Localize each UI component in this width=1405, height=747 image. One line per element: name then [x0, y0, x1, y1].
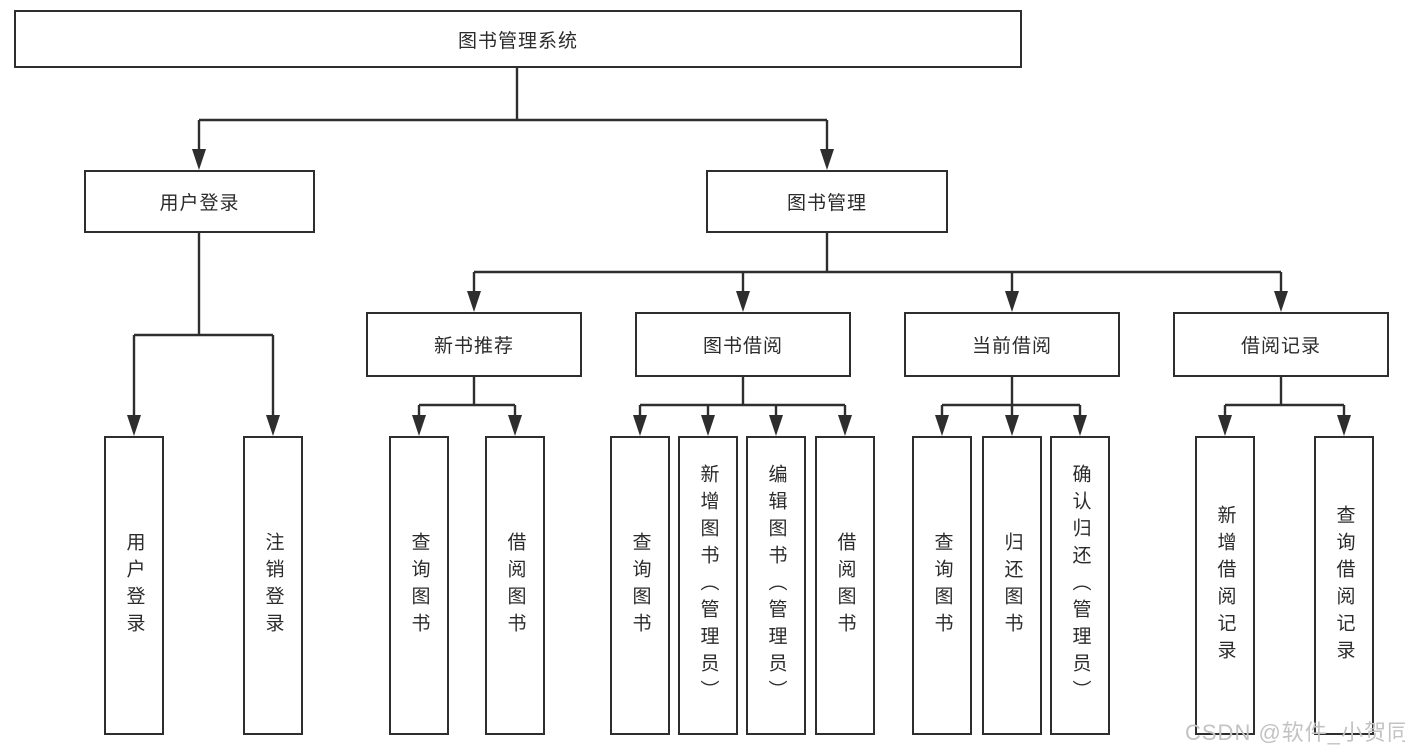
node-new-book-rec: 新书推荐 [366, 312, 582, 377]
node-br-query-label: 查询借阅记录 [1333, 504, 1355, 667]
node-root-label: 图书管理系统 [457, 30, 578, 52]
connector-currentborrow-to-children [940, 377, 1082, 418]
node-nb-query-label: 查询图书 [408, 531, 430, 640]
node-nb-query: 查询图书 [389, 436, 449, 735]
watermark: CSDN @软件_小贺同学 [1185, 720, 1405, 745]
node-book-mgmt: 图书管理 [706, 170, 948, 233]
node-bb-borrow: 借阅图书 [815, 436, 875, 735]
node-nb-borrow: 借阅图书 [485, 436, 545, 735]
node-bb-edit: 编辑图书（管理员） [746, 436, 806, 735]
node-bb-add-label: 新增图书（管理员） [697, 464, 719, 707]
node-bb-query-label: 查询图书 [629, 531, 651, 640]
node-bb-query: 查询图书 [610, 436, 670, 735]
node-cb-query: 查询图书 [912, 436, 972, 735]
node-user-login: 用户登录 [104, 436, 164, 735]
node-cb-return-label: 归还图书 [1001, 531, 1023, 640]
node-user-login-group-label: 用户登录 [159, 193, 240, 214]
node-bb-edit-label: 编辑图书（管理员） [765, 464, 787, 707]
node-current-borrow: 当前借阅 [904, 312, 1120, 377]
connector-newbookrec-to-children [417, 377, 517, 418]
connector-root-to-level2 [197, 68, 829, 150]
node-user-login-group: 用户登录 [84, 170, 315, 233]
node-book-borrow-label: 图书借阅 [702, 336, 783, 357]
node-book-borrow: 图书借阅 [635, 312, 851, 377]
node-user-login-label: 用户登录 [123, 531, 145, 640]
node-nb-borrow-label: 借阅图书 [504, 531, 526, 640]
connector-bookmgmt-to-level3 [472, 233, 1283, 292]
arrowheads [127, 149, 1351, 436]
node-root: 图书管理系统 [14, 10, 1022, 68]
connector-borrowrecord-to-children [1223, 377, 1346, 418]
node-cb-query-label: 查询图书 [931, 531, 953, 640]
node-br-add: 新增借阅记录 [1195, 436, 1255, 735]
node-book-mgmt-label: 图书管理 [786, 193, 867, 214]
node-borrow-record-label: 借阅记录 [1240, 336, 1321, 357]
node-br-query: 查询借阅记录 [1314, 436, 1374, 735]
node-cb-return: 归还图书 [982, 436, 1042, 735]
node-bb-add: 新增图书（管理员） [678, 436, 738, 735]
node-bb-borrow-label: 借阅图书 [834, 531, 856, 640]
node-cb-confirm-label: 确认归还（管理员） [1069, 464, 1091, 707]
connector-bookborrow-to-children [638, 377, 847, 418]
node-br-add-label: 新增借阅记录 [1214, 504, 1236, 667]
node-current-borrow-label: 当前借阅 [971, 336, 1052, 357]
node-borrow-record: 借阅记录 [1173, 312, 1389, 377]
connector-userlogin-to-children [132, 233, 275, 416]
node-logout-label: 注销登录 [262, 531, 284, 640]
node-new-book-rec-label: 新书推荐 [433, 336, 514, 357]
node-logout: 注销登录 [243, 436, 303, 735]
node-cb-confirm: 确认归还（管理员） [1050, 436, 1110, 735]
